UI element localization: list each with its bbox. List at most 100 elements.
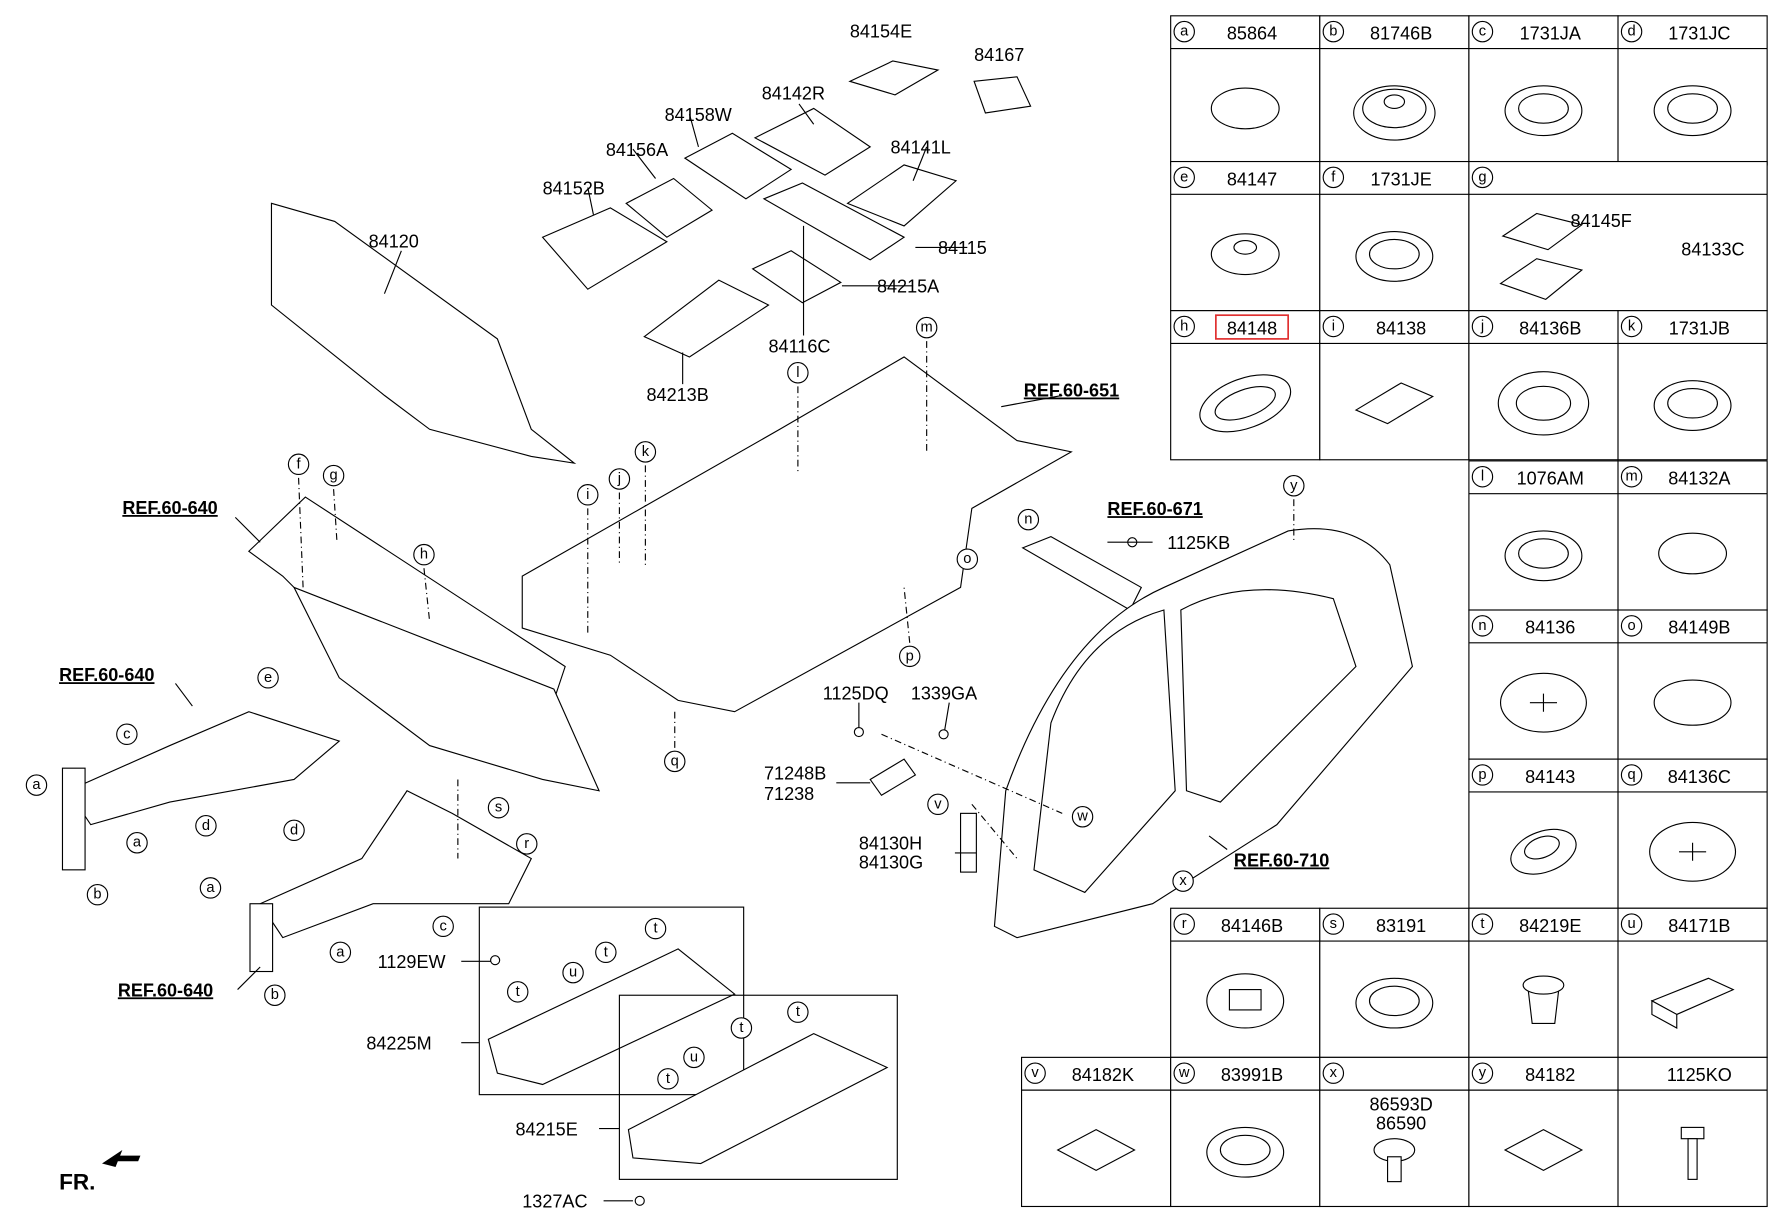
legend-sub-part[interactable]: 86590 — [1376, 1114, 1426, 1134]
letter-marker-t: t — [787, 1001, 809, 1023]
legend-part-number[interactable]: 84149B — [1668, 618, 1730, 638]
legend-letter: e — [1180, 169, 1188, 185]
legend-cell-a: a 85864 — [1170, 15, 1321, 166]
legend-letter: n — [1478, 618, 1486, 634]
letter-marker-w: w — [1071, 806, 1094, 828]
letter-marker-m: m — [915, 316, 938, 339]
toothed-grommet-icon — [1497, 371, 1590, 436]
grommet-with-nipple-icon — [1353, 85, 1436, 141]
legend-letter: u — [1627, 916, 1635, 932]
legend-part-number[interactable]: 84136 — [1525, 618, 1575, 638]
legend-part-number[interactable]: 84146B — [1221, 916, 1283, 936]
marker-letter: j — [617, 471, 621, 487]
marker-letter: a — [32, 777, 41, 793]
ring-grommet-icon — [1504, 85, 1583, 137]
letter-marker-u: u — [562, 961, 584, 984]
part-number-callout: 84158W — [665, 105, 732, 125]
bracket-left — [61, 767, 86, 871]
legend-cell-n: n 84136 — [1468, 609, 1619, 760]
legend-sub-part[interactable]: 84145F — [1571, 211, 1632, 231]
bolt-1129ew — [490, 955, 501, 966]
legend-part-number[interactable]: 1731JC — [1668, 24, 1730, 44]
legend-part-number[interactable]: 84148 — [1227, 318, 1277, 338]
legend-part-number[interactable]: 1731JA — [1520, 24, 1582, 44]
marker-letter: b — [271, 987, 279, 1003]
door-opening-rear — [1180, 589, 1357, 803]
legend-cell-j: j 84136B — [1468, 310, 1619, 461]
letter-marker-s: s — [487, 796, 510, 819]
legend-letter: c — [1479, 24, 1486, 40]
legend-letter: g — [1478, 169, 1486, 185]
legend-part-number[interactable]: 1076AM — [1517, 469, 1584, 489]
ring-grommet-icon — [1355, 977, 1434, 1029]
legend-part-number[interactable]: 84147 — [1227, 169, 1277, 189]
legend-part-number[interactable]: 1731JE — [1370, 169, 1431, 189]
reference-label: REF.60-640 — [118, 980, 213, 1000]
marker-letter: t — [654, 921, 658, 937]
legend-part-number[interactable]: 83191 — [1376, 916, 1426, 936]
legend-part-number[interactable]: 86593D — [1369, 1094, 1432, 1114]
legend-part-number[interactable]: 84143 — [1525, 767, 1575, 787]
legend-part-number[interactable]: 84136C — [1668, 767, 1731, 787]
pad-84158w — [683, 132, 793, 200]
legend-letter: a — [1180, 24, 1189, 40]
letter-marker-r: r — [516, 833, 538, 855]
reference-label: REF.60-640 — [59, 665, 154, 685]
legend-part-number[interactable]: 84136B — [1519, 318, 1581, 338]
legend-part-number[interactable]: 1731JB — [1669, 318, 1730, 338]
bolt-icon — [1680, 1126, 1705, 1180]
letter-marker-a: a — [329, 941, 352, 964]
marker-letter: e — [264, 670, 272, 686]
legend-part-number[interactable]: 84138 — [1376, 318, 1426, 338]
legend-letter: j — [1480, 318, 1484, 334]
under-cover-84215e — [627, 1033, 889, 1165]
legend-letter: q — [1627, 767, 1635, 783]
legend-part-number[interactable]: 84171B — [1668, 916, 1730, 936]
legend-part-number[interactable]: 83991B — [1221, 1065, 1283, 1085]
legend-part-number[interactable]: 84219E — [1519, 916, 1581, 936]
pad-84142r — [753, 107, 872, 176]
legend-sub-part[interactable]: 84133C — [1681, 239, 1744, 259]
part-number-callout: 84215E — [515, 1119, 577, 1139]
letter-circle — [1620, 20, 1643, 43]
letter-marker-e: e — [257, 667, 279, 689]
front-side-member-upper — [67, 711, 341, 826]
legend-part-number[interactable]: 84182K — [1072, 1065, 1134, 1085]
legend-cell-u: u 84171B — [1617, 907, 1768, 1058]
legend-part-number[interactable]: 1125KO — [1667, 1065, 1732, 1085]
letter-marker-i: i — [577, 484, 599, 506]
square-grommet-icon — [1206, 973, 1285, 1029]
marker-letter: t — [516, 984, 520, 1000]
square-pad-icon — [1056, 1129, 1136, 1171]
clip-nut-icon — [1522, 975, 1565, 1025]
plug-with-tab-icon — [1210, 233, 1280, 276]
legend-cell-q: q 84136C — [1617, 758, 1768, 909]
letter-marker-g: g — [322, 464, 345, 487]
legend-letter: p — [1478, 767, 1486, 783]
letter-marker-y: y — [1283, 475, 1305, 497]
letter-circle — [1471, 465, 1494, 488]
legend-part-number[interactable]: 85864 — [1227, 24, 1277, 44]
letter-marker-t: t — [506, 981, 529, 1003]
legend-part-number[interactable]: 81746B — [1370, 24, 1432, 44]
marker-letter: s — [495, 800, 502, 816]
rectangular-pad-icon — [1354, 382, 1434, 425]
letter-marker-j: j — [608, 468, 631, 490]
part-number-callout: 84130G — [859, 853, 923, 873]
part-number-callout: 84156A — [606, 140, 669, 160]
marker-letter: n — [1024, 512, 1032, 528]
dash-lower-panel — [292, 586, 601, 792]
marker-letter: t — [796, 1004, 800, 1020]
marker-letter: t — [666, 1071, 670, 1087]
letter-marker-d: d — [195, 815, 217, 837]
letter-circle — [1620, 465, 1643, 488]
legend-part-number[interactable]: 84132A — [1668, 469, 1731, 489]
pad-84115 — [762, 182, 906, 261]
legend-part-number[interactable]: 84182 — [1525, 1065, 1575, 1085]
